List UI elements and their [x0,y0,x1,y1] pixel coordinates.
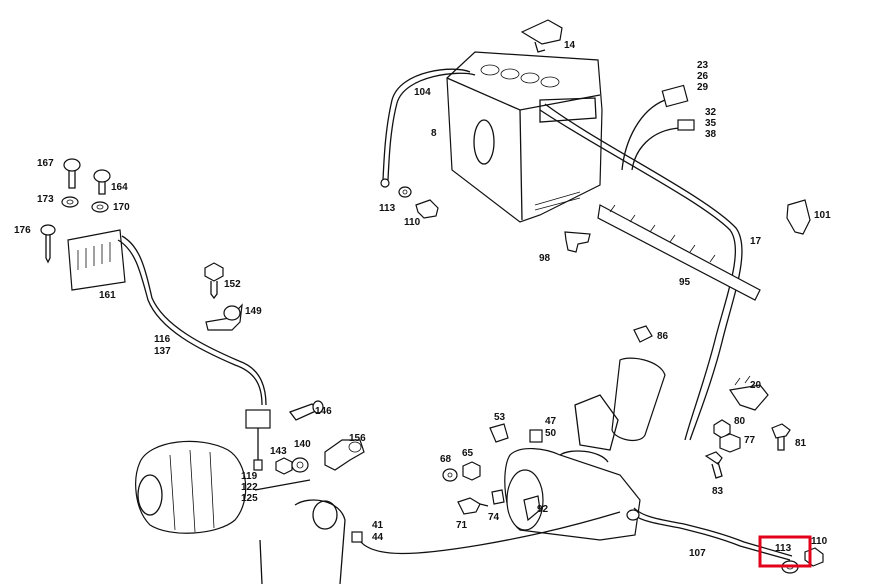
bolt-110-bottom [804,547,824,567]
washer-68 [442,468,458,482]
nut-80 [713,419,731,439]
clip-98 [564,231,591,253]
boot-156 [324,439,365,471]
clip-53 [489,423,509,443]
clamp-20 [728,375,769,411]
starter-motor [504,357,666,541]
nut-143 [275,457,293,475]
label-95: 95 [679,277,691,288]
sensor-cable [621,84,695,171]
label-156: 156 [349,433,366,444]
label-170: 170 [113,202,130,213]
clip-92 [523,495,541,522]
label-107: 107 [689,548,706,559]
label-20: 20 [750,380,762,391]
label-81: 81 [795,438,807,449]
label-29: 29 [697,82,709,93]
label-53: 53 [494,412,506,423]
cable-116 [117,235,267,406]
battery [446,51,603,223]
label-101: 101 [814,210,831,221]
label-50: 50 [545,428,557,439]
bolt-71 [457,497,489,515]
label-146: 146 [315,406,332,417]
label-137: 137 [154,346,171,357]
rail-95 [597,204,761,301]
label-23: 23 [697,60,709,71]
label-164: 164 [111,182,128,193]
label-44: 44 [372,532,384,543]
alternator [135,440,247,534]
label-173: 173 [37,194,54,205]
label-74: 74 [488,512,500,523]
engine-block [254,479,346,584]
label-71: 71 [456,520,468,531]
label-86: 86 [657,331,669,342]
bracket-14 [520,19,563,53]
label-125: 125 [241,493,258,504]
label-116: 116 [154,334,171,345]
bolt-81 [771,423,791,451]
nut-77 [719,433,741,453]
bolt-152 [204,262,224,300]
cable-41 [351,511,621,555]
cable-104 [380,68,476,188]
label-149: 149 [245,306,262,317]
nut-86 [633,325,653,343]
washer-173 [61,196,79,208]
label-176: 176 [14,225,31,236]
label-167: 167 [37,158,54,169]
label-140: 140 [294,439,311,450]
label-119: 119 [241,471,258,482]
label-41: 41 [372,520,384,531]
bolt-110-top [415,199,439,219]
screw-167 [63,158,81,189]
label-35: 35 [705,118,717,129]
label-38: 38 [705,129,717,140]
nut-65 [462,461,481,481]
washer-140 [291,457,309,473]
label-8: 8 [431,128,437,139]
label-110-bottom: 110 [811,536,828,547]
label-161: 161 [99,290,116,301]
label-110-top: 110 [404,217,421,228]
connector-146 [245,400,324,471]
clip-101 [786,199,811,235]
label-17: 17 [750,236,762,247]
label-113-bottom: 113 [775,543,792,554]
label-98: 98 [539,253,551,264]
label-152: 152 [224,279,241,290]
clamp-149 [205,303,243,331]
clip-74 [491,489,505,505]
washer-170 [91,201,109,213]
label-26: 26 [697,71,709,82]
label-113-top: 113 [379,203,396,214]
screw-176 [40,224,56,264]
label-14: 14 [564,40,576,51]
label-143: 143 [270,446,287,457]
highlight-box [758,535,812,568]
label-32: 32 [705,107,717,118]
label-104: 104 [414,87,431,98]
label-77: 77 [744,435,756,446]
cable-107 [626,507,793,561]
label-83: 83 [712,486,724,497]
washer-113-top [398,186,412,198]
label-68: 68 [440,454,452,465]
label-122: 122 [241,482,258,493]
label-47: 47 [545,416,557,427]
label-65: 65 [462,448,474,459]
screw-164 [93,169,111,195]
label-92: 92 [537,504,549,515]
connector-47 [529,429,543,443]
bolt-83 [704,451,723,479]
connector-block-161 [67,229,126,291]
label-80: 80 [734,416,746,427]
